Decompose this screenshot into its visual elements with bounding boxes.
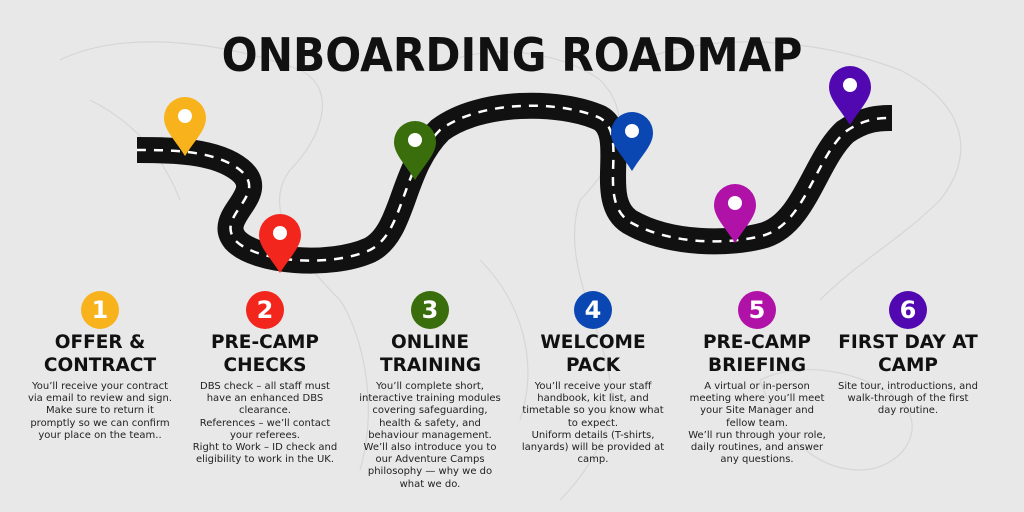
step-title: PRE-CAMP BRIEFING xyxy=(703,332,811,376)
step-online-training: 3 ONLINE TRAINING You’ll complete short,… xyxy=(345,291,515,491)
map-pin-icon xyxy=(829,66,871,125)
step-pre-camp-briefing: 5 PRE-CAMP BRIEFING A virtual or in-pers… xyxy=(672,291,842,466)
step-number-badge: 1 xyxy=(81,291,119,329)
step-welcome-pack: 4 WELCOME PACK You’ll receive your staff… xyxy=(508,291,678,466)
step-description: You’ll receive your staff handbook, kit … xyxy=(521,381,665,466)
step-number-badge: 2 xyxy=(246,291,284,329)
step-title: FIRST DAY AT CAMP xyxy=(838,332,978,376)
map-pin-icon xyxy=(394,121,436,180)
map-pin-icon xyxy=(164,96,207,156)
step-number-badge: 4 xyxy=(574,291,612,329)
step-description: A virtual or in-person meeting where you… xyxy=(688,381,826,466)
step-title: WELCOME PACK xyxy=(540,332,646,376)
step-title: ONLINE TRAINING xyxy=(380,332,482,376)
step-title: PRE-CAMP CHECKS xyxy=(211,332,319,376)
step-pre-camp-checks: 2 PRE-CAMP CHECKS DBS check – all staff … xyxy=(180,291,350,466)
step-description: Site tour, introductions, and walk-throu… xyxy=(838,381,978,417)
map-pin-icon xyxy=(714,184,756,243)
step-number-badge: 5 xyxy=(738,291,776,329)
page-title: ONBOARDING ROADMAP xyxy=(221,28,803,82)
map-pin-icon xyxy=(611,112,653,171)
step-description: DBS check – all staff must have an enhan… xyxy=(192,381,338,466)
map-pin-icon xyxy=(259,214,301,273)
step-description: You’ll receive your contract via email t… xyxy=(27,381,173,441)
step-title: OFFER & CONTRACT xyxy=(43,332,157,376)
step-description: You’ll complete short, interactive train… xyxy=(359,381,501,490)
step-number-badge: 6 xyxy=(889,291,927,329)
step-number-badge: 3 xyxy=(411,291,449,329)
step-offer-contract: 1 OFFER & CONTRACT You’ll receive your c… xyxy=(15,291,185,442)
step-first-day-at-camp: 6 FIRST DAY AT CAMP Site tour, introduct… xyxy=(823,291,993,418)
